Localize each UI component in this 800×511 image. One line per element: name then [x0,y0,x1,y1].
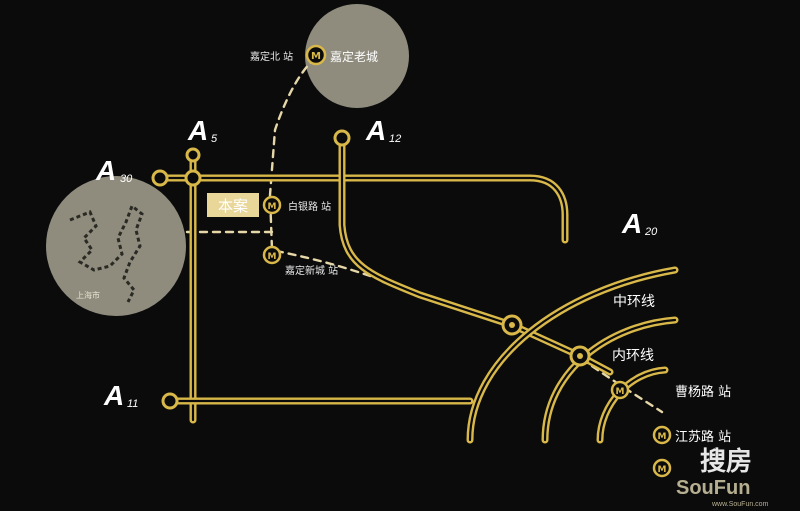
road-a5-sub: 5 [211,133,218,145]
shanghai-circle [46,176,186,316]
road-a12-sub: 12 [389,133,401,145]
station-jiading-old-town: 嘉定老城 [330,49,378,64]
watermark-cn: 搜房 [700,447,752,477]
road-network [156,134,679,444]
station-baiyin-road: 白银路 站 [288,200,331,213]
road-a30-sub: 30 [120,173,133,185]
station-jiangsu-road: 江苏路 站 [675,429,731,445]
station-jiading-north: 嘉定北 站 [250,50,293,63]
svg-text:M: M [616,387,625,397]
road-a11-sub: 11 [127,398,138,410]
metro-station-icon: M M M M M M [262,44,672,478]
svg-text:M: M [311,51,321,62]
svg-text:M: M [268,252,277,262]
middle-ring-label: 中环线 [613,294,655,310]
road-a11-label: A [103,380,124,411]
jiading-old-town-circle [305,4,409,108]
road-a20-sub: 20 [644,226,658,238]
road-junction-icon [151,129,591,410]
metro-line-11 [268,56,664,414]
watermark-url: www.SouFun.com [711,501,769,508]
station-caoyang-road: 曹杨路 站 [675,384,731,400]
station-jiading-new-town: 嘉定新城 站 [285,264,338,277]
road-a5-label: A [187,115,208,146]
soufun-watermark: 搜房 SouFun www.SouFun.com [676,447,769,508]
inner-ring-label: 内环线 [612,348,654,364]
shanghai-label: 上海市 [76,290,100,300]
road-a30-label: A [95,155,116,186]
road-a12-label: A [365,115,386,146]
svg-text:M: M [658,465,667,475]
svg-text:M: M [658,432,667,442]
road-a20-label: A [621,208,642,239]
watermark-en: SouFun [676,477,750,499]
project-label: 本案 [218,197,248,215]
project-box [207,193,259,217]
svg-text:M: M [268,202,277,212]
